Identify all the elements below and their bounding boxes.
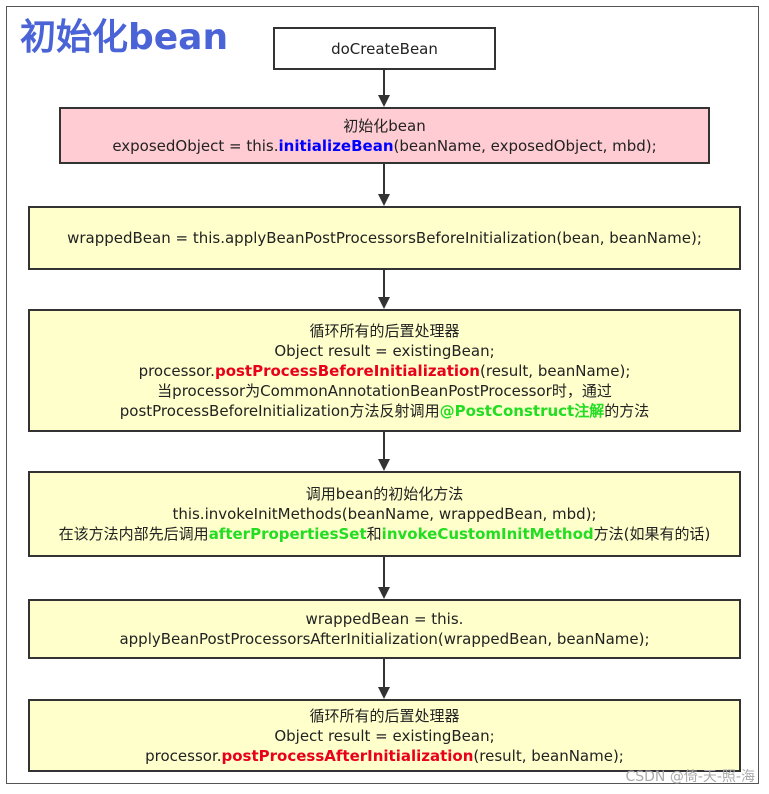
arrow-6 xyxy=(378,659,390,699)
arrow-3 xyxy=(378,270,390,309)
watermark: CSDN @倚-天-照-海 xyxy=(625,769,755,785)
after-properties-set-method: afterPropertiesSet xyxy=(208,525,367,543)
post-process-after-box: 循环所有的后置处理器 Object result = existingBean;… xyxy=(28,699,741,772)
box6-line2: Object result = existingBean; xyxy=(274,726,495,745)
box1-line2: exposedObject = this.initializeBean(bean… xyxy=(112,136,657,155)
start-box-label: doCreateBean xyxy=(331,39,438,58)
post-process-after-method: postProcessAfterInitialization xyxy=(221,746,474,765)
post-construct-annotation: @PostConstruct注解 xyxy=(439,401,605,420)
box3-line5: postProcessBeforeInitialization方法反射调用@Po… xyxy=(119,401,650,420)
initialize-bean-method: initializeBean xyxy=(278,136,394,155)
box4-line1: 调用bean的初始化方法 xyxy=(305,485,464,503)
box5-line2: applyBeanPostProcessorsAfterInitializati… xyxy=(119,630,650,648)
apply-before-box: wrappedBean = this.applyBeanPostProcesso… xyxy=(28,206,741,270)
box3-line3: processor.postProcessBeforeInitializatio… xyxy=(138,361,631,380)
arrow-5 xyxy=(378,557,390,599)
arrow-2 xyxy=(378,164,390,206)
box6-line1: 循环所有的后置处理器 xyxy=(309,706,460,725)
invoke-init-methods-box: 调用bean的初始化方法 this.invokeInitMethods(bean… xyxy=(28,471,741,557)
diagram-frame xyxy=(6,6,759,784)
invoke-custom-init-method: invokeCustomInitMethod xyxy=(381,525,594,543)
post-process-before-box: 循环所有的后置处理器 Object result = existingBean;… xyxy=(28,309,741,432)
box3-line2: Object result = existingBean; xyxy=(274,341,495,360)
arrow-1 xyxy=(378,70,390,107)
start-box: doCreateBean xyxy=(273,27,496,70)
box3-line4: 当processor为CommonAnnotationBeanPostProce… xyxy=(157,381,612,400)
box4-line3: 在该方法内部先后调用afterPropertiesSet和invokeCusto… xyxy=(58,525,711,543)
box3-line1: 循环所有的后置处理器 xyxy=(309,321,460,340)
box6-line3: processor.postProcessAfterInitialization… xyxy=(145,746,624,765)
diagram-title: 初始化bean xyxy=(20,17,229,58)
box1-line1: 初始化bean xyxy=(343,116,426,135)
apply-after-box: wrappedBean = this. applyBeanPostProcess… xyxy=(28,599,741,659)
box5-line1: wrappedBean = this. xyxy=(305,610,464,628)
post-process-before-method: postProcessBeforeInitialization xyxy=(214,361,480,380)
arrow-4 xyxy=(378,432,390,471)
initialize-bean-box: 初始化bean exposedObject = this.initializeB… xyxy=(59,107,710,164)
box4-line2: this.invokeInitMethods(beanName, wrapped… xyxy=(172,505,597,523)
box2-line1: wrappedBean = this.applyBeanPostProcesso… xyxy=(67,229,702,247)
